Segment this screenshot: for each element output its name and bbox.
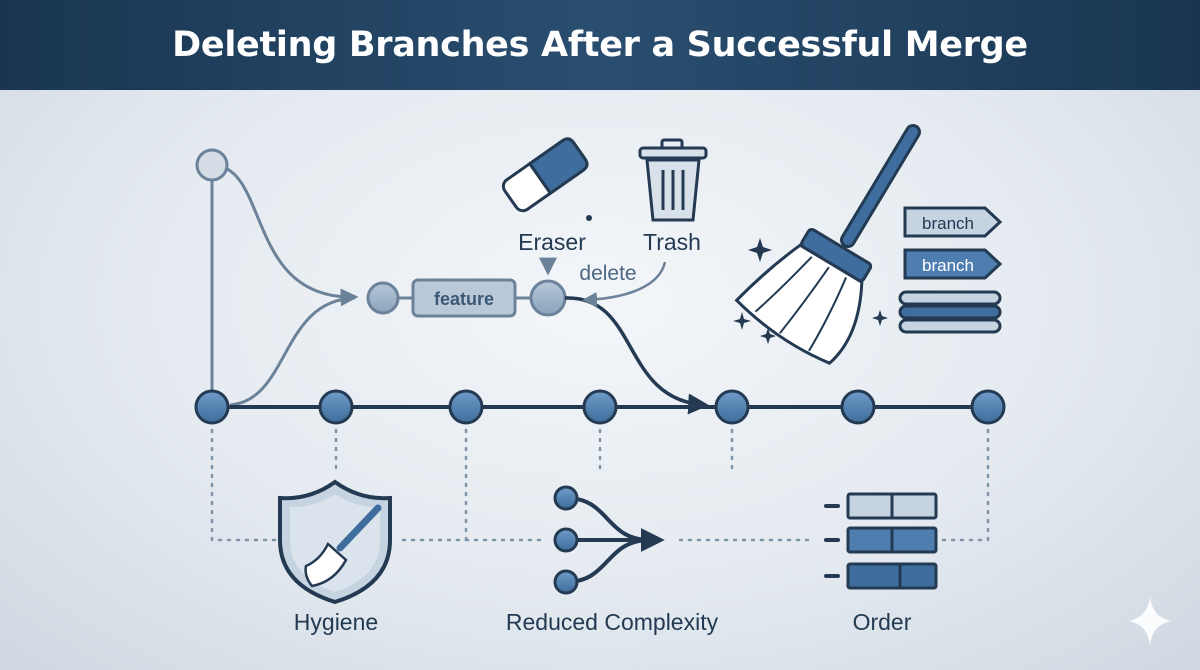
shield-broom-icon [278, 479, 392, 605]
trash-to-node-arrow [582, 261, 667, 307]
benefit-label-reduced-complexity: Reduced Complexity [506, 609, 719, 635]
main-commit-node [194, 389, 230, 425]
stacked-branches-icon [898, 290, 1002, 334]
main-commit-node [840, 389, 876, 425]
eraser-icon [501, 137, 592, 221]
feature-label: feature [434, 289, 494, 309]
branch-off-curve [211, 163, 359, 307]
sparkle-watermark-icon [1128, 596, 1172, 646]
delete-label: delete [579, 262, 636, 285]
page-title: Deleting Branches After a Successful Mer… [172, 25, 1028, 65]
svg-text:branch: branch [922, 256, 974, 275]
main-commit-node [970, 389, 1006, 425]
eraser-label: Eraser [518, 229, 586, 255]
main-commit-node [318, 389, 354, 425]
feature-start-curve [229, 296, 356, 407]
main-commit-node [448, 389, 484, 425]
merge-curve [564, 296, 710, 415]
branch-tag: branch [903, 248, 1003, 280]
feature-tip-node [529, 279, 567, 317]
feature-commit-node [366, 281, 400, 315]
origin-branch [195, 148, 359, 405]
svg-text:branch: branch [922, 214, 974, 233]
broom-icon [734, 124, 921, 365]
main-commit-node [714, 389, 750, 425]
origin-commit-node [195, 148, 229, 182]
benefit-label-order: Order [853, 609, 912, 635]
main-branch [194, 389, 1006, 425]
sparkle-icon [733, 238, 888, 344]
header-bar: Deleting Branches After a Successful Mer… [0, 0, 1200, 90]
organized-list-icon [824, 492, 938, 590]
dotted-connectors [210, 428, 990, 542]
feature-branch: feature [366, 278, 710, 415]
trash-icon [638, 138, 708, 222]
merge-arrows-icon [553, 485, 665, 595]
branch-tag: branch [903, 206, 1003, 238]
main-commit-node [582, 389, 618, 425]
benefit-label-hygiene: Hygiene [294, 609, 378, 635]
feature-label-box [411, 278, 517, 318]
trash-label: Trash [643, 229, 701, 255]
